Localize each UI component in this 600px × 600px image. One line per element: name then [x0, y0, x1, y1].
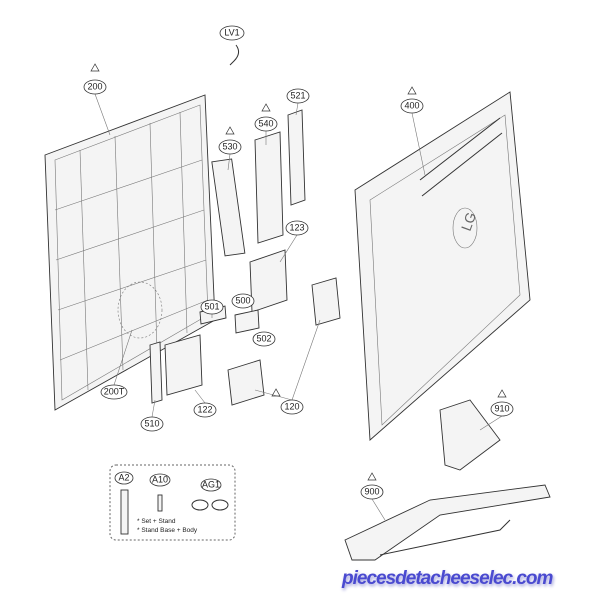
- accessories-box: A2 A10 AG1 * Set + Stand * Stand Base + …: [109, 464, 236, 541]
- stand-base-900: [344, 484, 551, 561]
- main-board-540: [254, 131, 284, 244]
- lv1-icon: [229, 44, 240, 66]
- svg-text:510: 510: [144, 418, 159, 428]
- board-521: [287, 109, 306, 206]
- board-510: [149, 341, 163, 404]
- stand-neck-910: [439, 399, 501, 471]
- board-122: [164, 334, 203, 396]
- note-set-stand: * Set + Stand: [137, 518, 176, 525]
- callout-122: 122: [193, 402, 217, 418]
- 3d-glasses-icon: [191, 499, 229, 511]
- board-123: [249, 249, 288, 313]
- callout-lv1: LV1: [219, 25, 245, 41]
- svg-text:123: 123: [289, 222, 304, 232]
- screw-icon: [157, 494, 163, 512]
- callout-540: 540: [254, 116, 278, 132]
- svg-text:200: 200: [87, 81, 102, 91]
- svg-text:A10: A10: [152, 474, 168, 484]
- note-stand-base-body: * Stand Base + Body: [137, 527, 198, 534]
- callout-400: 400: [400, 98, 424, 114]
- speaker-120-a: [311, 277, 341, 326]
- callout-ag1: AG1: [200, 478, 222, 492]
- speaker-120-b: [227, 359, 265, 406]
- bracket-502: [234, 309, 260, 334]
- callout-a2: A2: [114, 471, 134, 485]
- callout-521: 521: [286, 88, 310, 104]
- svg-text:500: 500: [235, 295, 250, 305]
- power-board-530: [211, 158, 246, 257]
- svg-text:521: 521: [290, 90, 305, 100]
- callout-500: 500: [231, 293, 255, 309]
- svg-text:122: 122: [197, 404, 212, 414]
- callout-501: 501: [200, 299, 224, 315]
- svg-text:540: 540: [258, 118, 273, 128]
- svg-text:501: 501: [204, 301, 219, 311]
- callout-120: 120: [280, 399, 304, 415]
- svg-text:120: 120: [284, 401, 299, 411]
- watermark: piecesdetacheeselec.com: [342, 568, 553, 589]
- back-cover-400: LG: [354, 91, 531, 441]
- svg-text:900: 900: [364, 486, 379, 496]
- callout-200: 200: [83, 79, 107, 95]
- svg-text:530: 530: [222, 141, 237, 151]
- warning-triangle-icons: [90, 63, 507, 481]
- svg-text:A2: A2: [118, 472, 129, 482]
- callout-510: 510: [140, 416, 164, 432]
- svg-text:200T: 200T: [104, 386, 125, 396]
- callout-502: 502: [252, 331, 276, 347]
- callout-200t: 200T: [100, 384, 128, 400]
- svg-text:AG1: AG1: [202, 479, 220, 489]
- svg-text:502: 502: [256, 333, 271, 343]
- leader-lines: [94, 93, 503, 521]
- remote-control-icon: [120, 489, 129, 535]
- callout-910: 910: [490, 401, 514, 417]
- callout-123: 123: [285, 220, 309, 236]
- callout-a10: A10: [149, 473, 171, 487]
- svg-text:910: 910: [494, 403, 509, 413]
- svg-text:400: 400: [404, 100, 419, 110]
- callout-530: 530: [218, 139, 242, 155]
- lg-logo: LG: [458, 210, 479, 233]
- svg-text:LV1: LV1: [224, 27, 239, 37]
- callout-900: 900: [360, 484, 384, 500]
